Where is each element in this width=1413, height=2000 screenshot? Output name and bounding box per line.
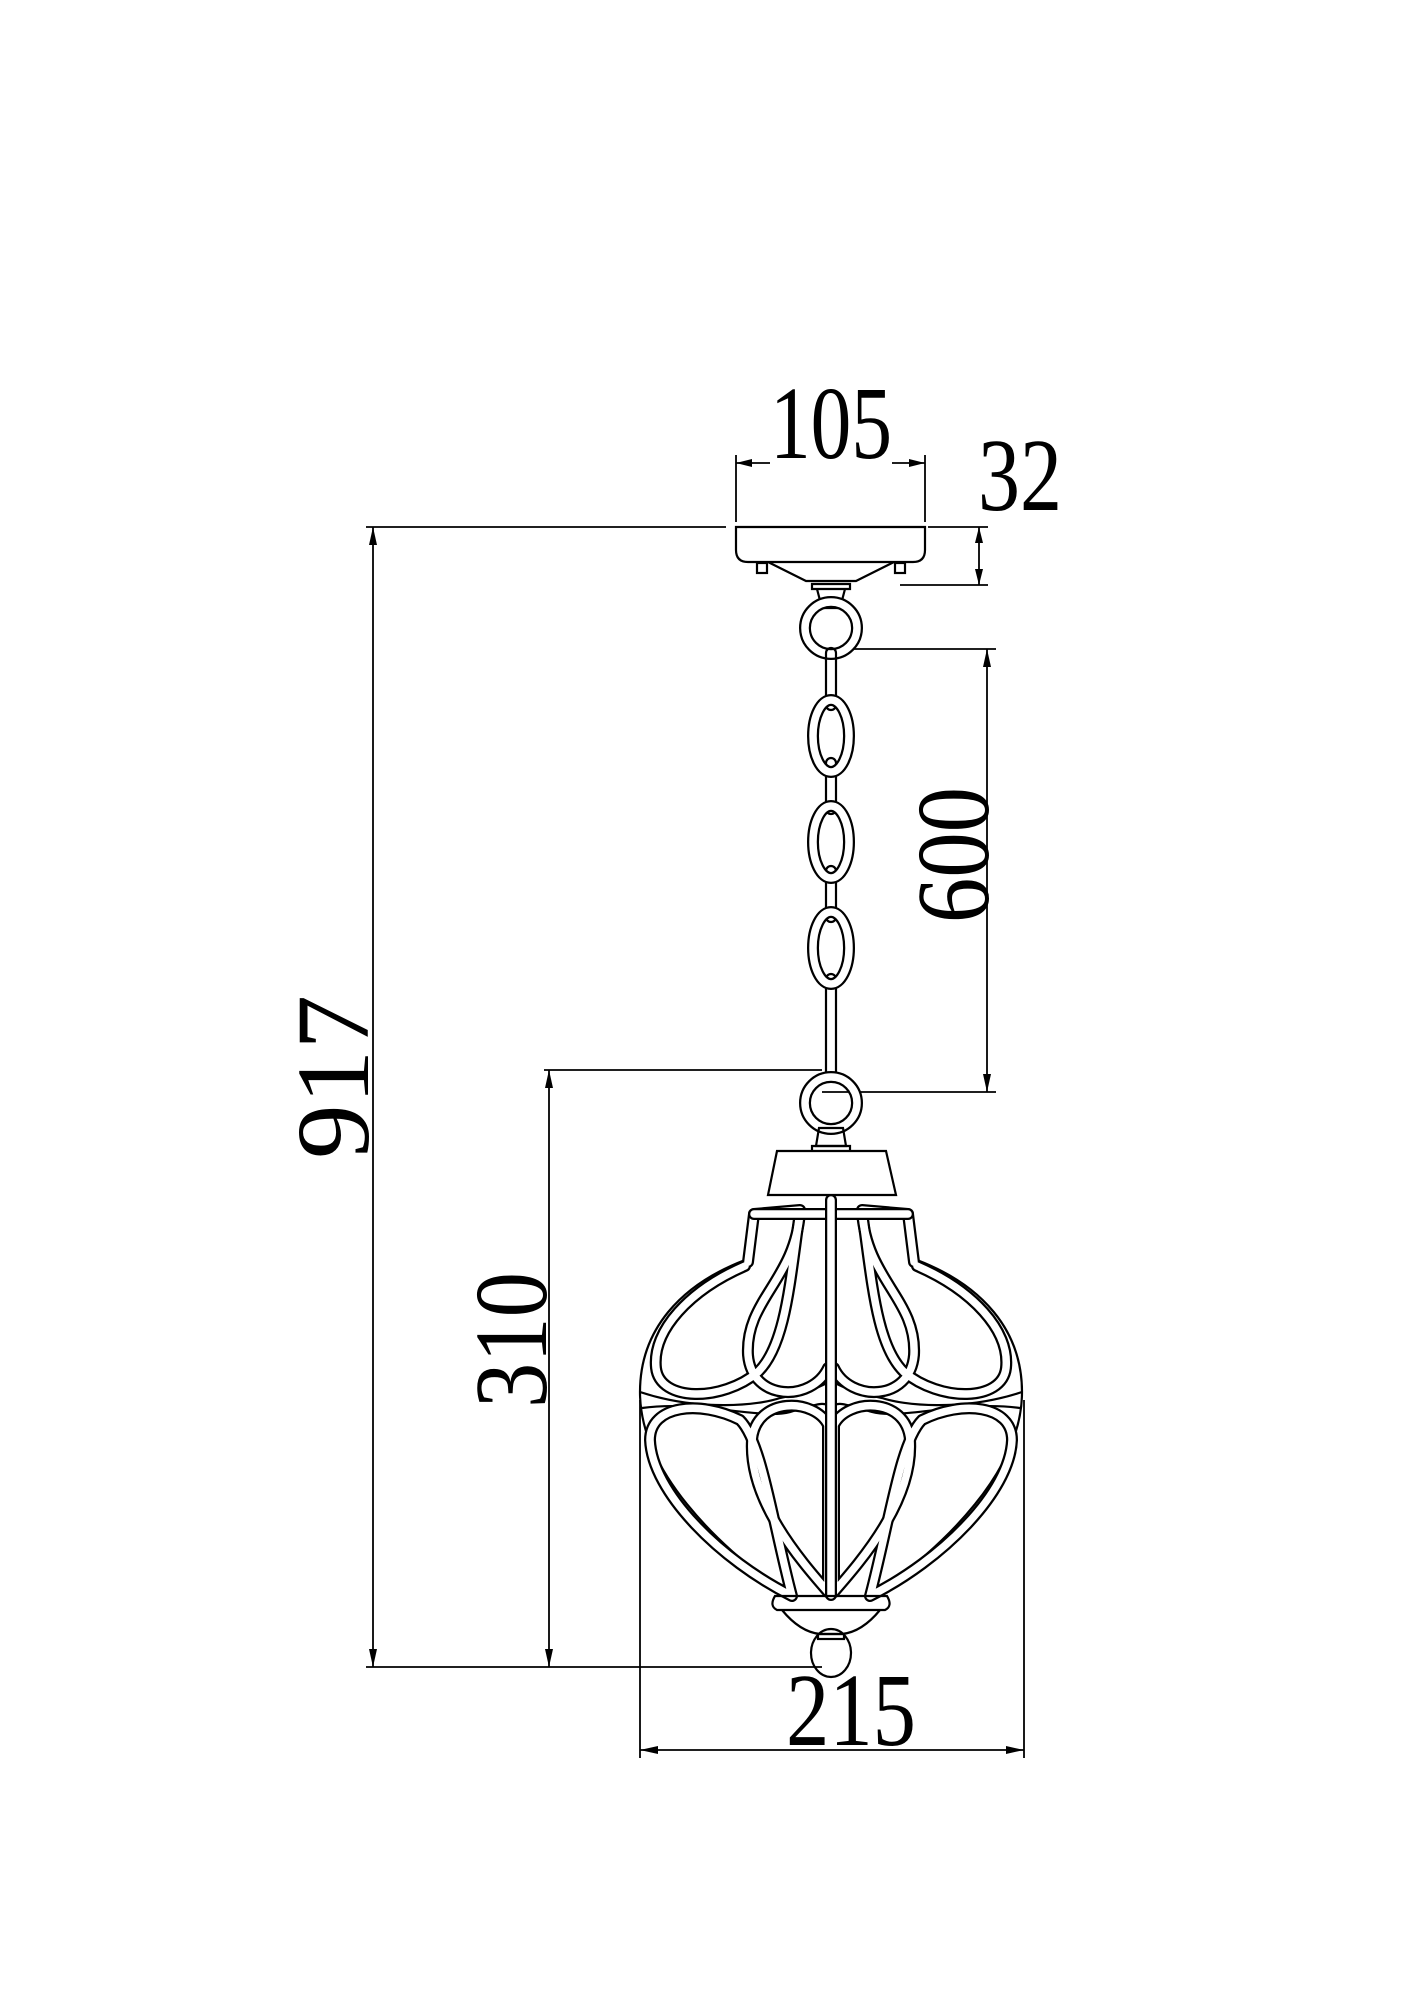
arrowhead	[975, 527, 983, 543]
screw-icon	[893, 561, 907, 575]
arrowhead	[640, 1746, 658, 1754]
arrowhead	[545, 1649, 553, 1667]
ceiling-canopy	[734, 525, 927, 610]
chain-link-oval	[807, 694, 855, 990]
dimension-label-32: 32	[978, 418, 1062, 533]
dimension-canopy-height: 32	[900, 418, 1062, 586]
frame-petals	[650, 1194, 1012, 1596]
arrowhead	[369, 527, 377, 545]
lantern-cap	[766, 1144, 898, 1197]
arrowhead	[545, 1070, 553, 1088]
finial-ball	[809, 1627, 853, 1679]
dimension-lamp-width: 215	[639, 1400, 1025, 1768]
dimension-label-105: 105	[770, 366, 892, 481]
dimension-lamp-height: 310	[454, 1069, 822, 1667]
chain	[799, 596, 863, 1148]
arrowhead	[983, 1074, 991, 1092]
arrowhead	[369, 1649, 377, 1667]
dimension-label-310: 310	[454, 1272, 569, 1408]
dimension-label-215: 215	[786, 1653, 916, 1768]
arrowhead	[983, 649, 991, 667]
screw-icon	[755, 561, 769, 575]
dimension-total-height: 917	[276, 526, 822, 1668]
arrowhead	[909, 459, 925, 467]
arrowhead	[736, 459, 752, 467]
chain-link-side	[824, 646, 838, 1082]
dimension-label-600: 600	[896, 787, 1011, 923]
dimension-canopy-width: 105	[735, 366, 926, 522]
arrowhead	[1006, 1746, 1024, 1754]
arrowhead	[975, 569, 983, 585]
dimension-label-917: 917	[276, 995, 391, 1159]
dimension-chain-length: 600	[822, 648, 1011, 1093]
lantern-body	[638, 1144, 1024, 1679]
